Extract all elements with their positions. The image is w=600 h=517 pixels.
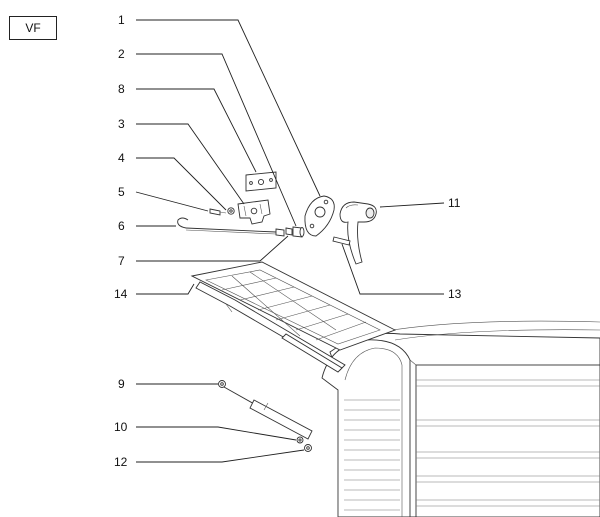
leader-7 — [136, 235, 289, 262]
leader-1 — [136, 19, 321, 197]
part-9-gas-strut — [218, 380, 313, 440]
part-12-washer — [304, 444, 312, 452]
part-7-nut — [285, 227, 293, 236]
leader-12 — [136, 449, 305, 463]
part-8-plate — [245, 171, 277, 192]
callout-8: 8 — [118, 82, 125, 96]
part-14-rear-window-frame — [190, 261, 397, 373]
leader-2 — [136, 53, 297, 227]
callout-2: 2 — [118, 47, 125, 61]
callout-4: 4 — [118, 151, 125, 165]
leader-13 — [341, 243, 444, 295]
callout-labels: 1 2 8 3 4 5 6 7 14 9 10 12 11 13 — [114, 13, 462, 469]
part-13-pin — [332, 236, 351, 246]
part-10-ball-stud — [296, 436, 304, 444]
leader-3 — [136, 123, 245, 205]
callout-12: 12 — [114, 455, 128, 469]
callout-6: 6 — [118, 219, 125, 233]
side-ribs — [416, 379, 600, 507]
pillar-ribs — [344, 399, 400, 511]
part-3-bracket — [237, 199, 271, 225]
callout-13: 13 — [448, 287, 462, 301]
leader-11 — [379, 202, 445, 208]
callout-11: 11 — [448, 196, 461, 210]
callout-5: 5 — [118, 185, 125, 199]
part-5-screw — [209, 208, 227, 216]
vehicle-body — [321, 320, 600, 517]
part-6-hook-rod — [177, 217, 285, 237]
leader-5 — [135, 191, 209, 212]
callout-14: 14 — [114, 287, 128, 301]
callout-1: 1 — [118, 13, 125, 27]
part-2-bushing — [292, 226, 305, 238]
leader-4 — [136, 157, 227, 211]
model-code-box: VF — [9, 16, 57, 40]
callout-3: 3 — [118, 117, 125, 131]
part-4-washer — [227, 207, 235, 215]
callout-10: 10 — [114, 420, 128, 434]
leader-10 — [136, 426, 297, 441]
part-1-hinge-plate — [304, 195, 335, 237]
callout-9: 9 — [118, 377, 125, 391]
leader-14 — [136, 283, 195, 295]
leader-lines — [135, 19, 445, 463]
part-11-handle — [339, 201, 377, 265]
leader-8 — [136, 88, 257, 173]
callout-7: 7 — [118, 254, 125, 268]
